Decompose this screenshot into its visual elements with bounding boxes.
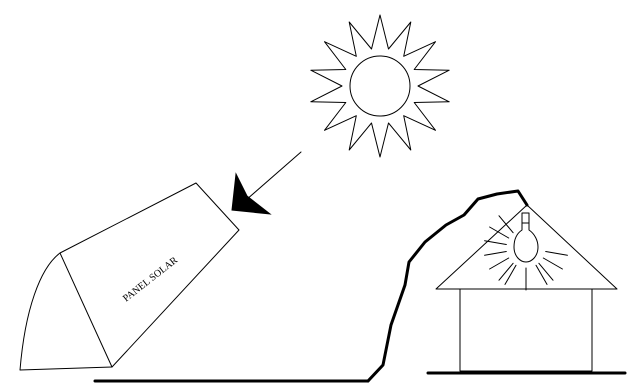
sun-disc <box>349 55 411 117</box>
panel-label: PANEL SOLAR <box>121 255 180 305</box>
arrow-head <box>231 172 272 215</box>
bulb-socket <box>521 212 530 224</box>
house-wall <box>459 288 593 372</box>
light-bulb-icon <box>484 212 568 291</box>
panel-face <box>59 182 240 368</box>
power-cable <box>366 189 529 383</box>
sun-icon <box>310 14 450 158</box>
panel-side <box>19 252 113 371</box>
sun-rays <box>310 14 450 158</box>
bulb-rays <box>484 215 568 291</box>
solar-panel: PANEL SOLAR <box>19 182 240 371</box>
arrow-icon <box>231 151 302 215</box>
bulb-glass <box>513 222 539 263</box>
